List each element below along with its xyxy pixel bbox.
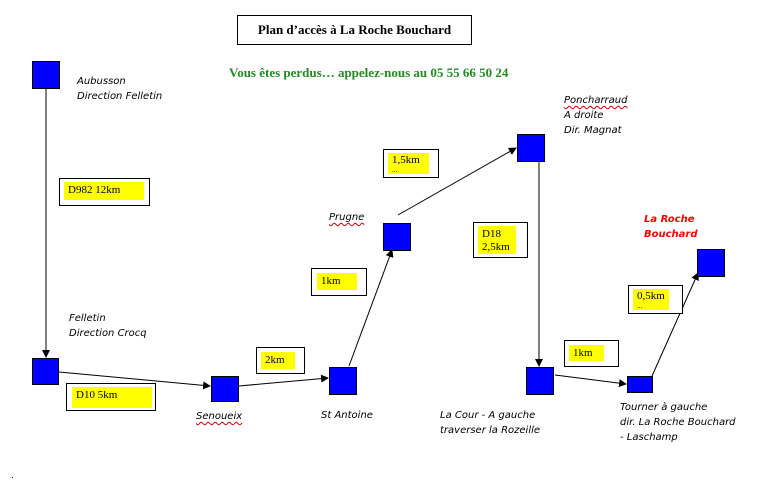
distance-1km-b: 1km xyxy=(564,340,619,367)
node-destination xyxy=(697,249,725,277)
node-senoueix xyxy=(211,376,239,402)
node-prugne xyxy=(383,223,411,251)
distance-d10: D10 5km xyxy=(66,383,156,411)
node-poncharraud xyxy=(517,134,545,162)
phone-subtitle: Vous êtes perdus… appelez-nous au 05 55 … xyxy=(229,65,509,80)
label-senoueix: Senoueix xyxy=(196,411,243,422)
distance-0-5km: 0,5km... xyxy=(628,285,683,314)
node-tourner xyxy=(627,376,653,393)
arrow-senoueix-stantoine xyxy=(238,374,329,387)
distance-2km: 2km xyxy=(256,347,305,374)
label-prugne: Prugne xyxy=(329,212,365,223)
arrow-stantoine-prugne xyxy=(348,249,394,367)
map-title: Plan d’accès à La Roche Bouchard xyxy=(237,15,472,45)
arrow-lacour-tourner xyxy=(554,374,627,388)
footer-mark: . xyxy=(11,470,14,481)
label-st-antoine: St Antoine xyxy=(321,410,373,421)
node-felletin xyxy=(32,358,59,385)
arrow-felletin-senoueix xyxy=(58,371,211,390)
node-la-cour xyxy=(526,367,554,395)
distance-1-5km: 1,5km... xyxy=(383,149,439,178)
distance-d982: D982 12km xyxy=(59,178,150,206)
arrow-tourner-destination xyxy=(651,272,699,377)
node-st-antoine xyxy=(329,367,357,395)
distance-1km-a: 1km xyxy=(311,268,367,296)
node-aubusson xyxy=(32,61,60,89)
arrow-prugne-poncharraud xyxy=(397,147,517,216)
